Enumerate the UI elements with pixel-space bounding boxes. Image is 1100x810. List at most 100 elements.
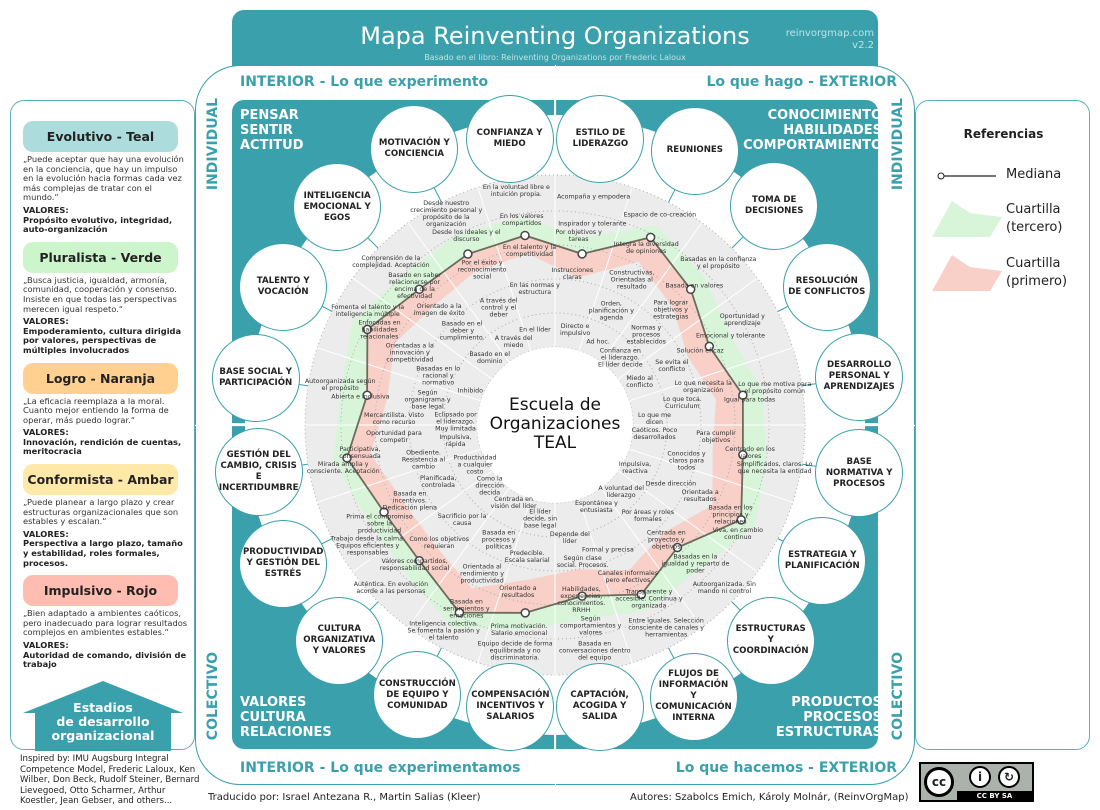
dimension-bubble[interactable]: CONSTRUCCIÓN DE EQUIPO Y COMUNIDAD	[373, 651, 462, 739]
stage-values: VALORES:Autoridad de comando, división d…	[23, 640, 189, 670]
sector-divider	[317, 448, 481, 503]
sector-divider	[617, 470, 758, 573]
dimension-bubble[interactable]: REUNIONES	[650, 106, 739, 195]
level-label: Confianza en el liderazgo. El líder deci…	[597, 347, 643, 369]
level-label: Mercantilista. Visto como recurso	[364, 411, 424, 426]
dimension-bubble[interactable]: ESTRUCTURAS Y COORDINACIÓN	[726, 596, 815, 685]
level-label: Normas y procesos establecidos	[626, 324, 666, 346]
sector-divider	[477, 187, 532, 351]
sector-divider	[317, 347, 481, 402]
quadrant-title-br: PRODUCTOS PROCESOS ESTRUCTURAS	[775, 695, 882, 740]
dimension-bubble[interactable]: BASE SOCIAL Y PARTICIPACIÓN	[211, 333, 300, 422]
dimension-bubble[interactable]: FLUJOS DE INFORMACIÓN Y COMUNICACIÓN INT…	[649, 652, 738, 741]
cc-license-badge[interactable]: cc i ↻ CC BY SA	[919, 762, 1034, 802]
level-label: Se evita el conflicto	[655, 359, 689, 374]
level-label: Lo que toca. Curriculum	[663, 396, 702, 410]
dimension-bubble[interactable]: ESTILO DE LIDERAZGO	[556, 94, 645, 183]
level-label: A través del control y el deber	[479, 297, 518, 319]
dimension-bubble[interactable]: MOTIVACIÓN Y CONCIENCIA	[370, 104, 459, 193]
sector-divider	[617, 277, 758, 380]
center-title: Escuela de Organizaciones TEAL	[489, 395, 621, 453]
level-label: Oportunidad para competir	[366, 430, 422, 445]
level-label: Predecible. Escala salarial	[504, 549, 550, 564]
dimension-bubble[interactable]: ESTRATEGIA Y PLANIFICACIÓN	[778, 517, 867, 606]
stage-card: Pluralista - Verde	[23, 241, 178, 273]
dimension-bubble[interactable]: CONFIANZA Y MIEDO	[465, 94, 554, 183]
level-label: Inhibido	[457, 387, 483, 395]
level-label: En los valores compartidos	[499, 213, 544, 228]
sector-divider	[629, 448, 793, 503]
median-line-icon	[937, 172, 996, 180]
site-url[interactable]: reinvorgmap.com	[785, 28, 874, 39]
level-label: Eclipsado por el liderazgo. Muy limitada	[434, 411, 477, 433]
dimension-bubble[interactable]: TALENTO Y VOCACIÓN	[239, 242, 328, 331]
dimension-bubble[interactable]: CAPTACIÓN, ACOGIDA Y SALIDA	[555, 662, 644, 751]
level-label: Orientado a resultados	[499, 584, 537, 599]
level-label: En la voluntad libre e intuición propia.	[482, 184, 550, 199]
level-label: Basado en el dominio	[469, 350, 511, 365]
level-label: Como la dirección decida	[475, 475, 504, 497]
level-label: Fomenta el talento y la inteligencia múl…	[331, 304, 405, 319]
legend-q3: Cuartilla (tercero)	[1006, 202, 1063, 235]
stage-card: Logro - Naranja	[23, 362, 178, 394]
level-label: Basado en el deber y cumplimiento.	[439, 320, 485, 342]
level-label: Sacrificio por la causa	[437, 513, 487, 528]
sector-divider	[629, 347, 793, 402]
values-text: Autoridad de comando, división de trabaj…	[23, 649, 187, 670]
level-label: Basada en valores	[665, 282, 724, 290]
median-point	[520, 608, 530, 618]
median-point	[577, 249, 587, 259]
level-label: Autoorganizada. Sin mando ni control	[692, 581, 757, 596]
stage-quote: „Busca justicia, igualdad, armonía, comu…	[23, 274, 177, 314]
level-label: Basada en procesos y políticas	[481, 529, 516, 551]
level-label: Enfocadas en habilidades relacionales	[358, 319, 401, 341]
level-label: Directo e impulsivo	[559, 323, 591, 338]
dimension-bubble[interactable]: TOMA DE DECISIONES	[730, 161, 819, 250]
center-circle	[477, 347, 633, 503]
level-label: Para lograr objetivos y estrategias	[653, 299, 689, 321]
stage-quote: „Puede aceptar que hay una evolución en …	[23, 154, 184, 203]
stage-card: Conformista - Ambar	[23, 464, 178, 496]
dimension-bubble[interactable]: DESARROLLO PERSONAL Y APRENDIZAJES	[815, 332, 904, 421]
median-point	[454, 607, 465, 618]
level-label: Lo que necesita la organización	[674, 380, 732, 394]
level-label: Centrada en visión del líder	[490, 496, 537, 511]
header-exterior-top: Lo que hago - EXTERIOR	[706, 74, 897, 90]
sector-divider	[407, 487, 510, 628]
dimension-bubble[interactable]: GESTIÓN DEL CAMBIO, CRISIS E INCERTIDUMB…	[214, 427, 303, 516]
dimension-bubble[interactable]: COMPENSACIÓN INCENTIVOS Y SALARIOS	[466, 662, 555, 751]
sector-divider	[578, 187, 633, 351]
level-label: Planificada, controlada	[420, 475, 457, 490]
level-label: Por el éxito y reconocimiento social	[457, 259, 507, 281]
stage-quote: „Bien adaptado a ambientes caóticos, per…	[23, 608, 188, 638]
level-label: Para cumplir objetivos	[696, 430, 736, 445]
level-label: Inteligencia colectiva. Se fomenta la pa…	[407, 620, 480, 642]
level-label: Orientada a resultados	[681, 488, 719, 503]
level-label: Formal y precisa	[581, 546, 634, 554]
level-label: Espacio de co-creación	[623, 211, 697, 219]
values-label: VALORES:	[23, 316, 69, 327]
sector-divider	[600, 222, 703, 363]
dimension-bubble[interactable]: RESOLUCIÓN DE CONFLICTOS	[782, 242, 871, 331]
level-label: Miedo al conflicto	[626, 374, 653, 389]
stage-values: VALORES:Propósito evolutivo, integridad,…	[23, 204, 189, 235]
stage-values: VALORES:Innovación, rendición de cuentas…	[23, 428, 189, 457]
legend-median: Mediana	[1006, 167, 1062, 182]
level-label: Oportunidad y aprendizaje	[719, 313, 765, 328]
dimension-bubble[interactable]: CULTURA ORGANIZATIVA Y VALORES	[295, 596, 384, 685]
median-point	[685, 284, 696, 295]
values-label: VALORES:	[23, 204, 69, 215]
dimension-bubble[interactable]: PRODUCTIVIDAD Y GESTIÓN DEL ESTRÉS	[239, 519, 328, 608]
dimension-bubble[interactable]: BASE NORMATIVA Y PROCESOS	[815, 429, 904, 518]
stage-card: Evolutivo - Teal	[23, 121, 178, 152]
values-text: Empoderamiento, cultura dirigida por val…	[23, 325, 182, 355]
level-label: Constructivas. Orientadas al resultado	[609, 269, 655, 291]
median-point	[414, 284, 425, 295]
level-label: Mirada amplia y consciente. Aceptación	[306, 461, 380, 476]
level-label: Transparente y accesible. Continua y org…	[615, 588, 683, 610]
dimension-bubble[interactable]: INTELIGENCIA EMOCIONAL Y EGOS	[293, 163, 382, 252]
level-label: Comprensión de la complejidad. Aceptació…	[352, 254, 430, 269]
stage-quote: „La eficacia reemplaza a la moral. Cuant…	[23, 395, 169, 425]
